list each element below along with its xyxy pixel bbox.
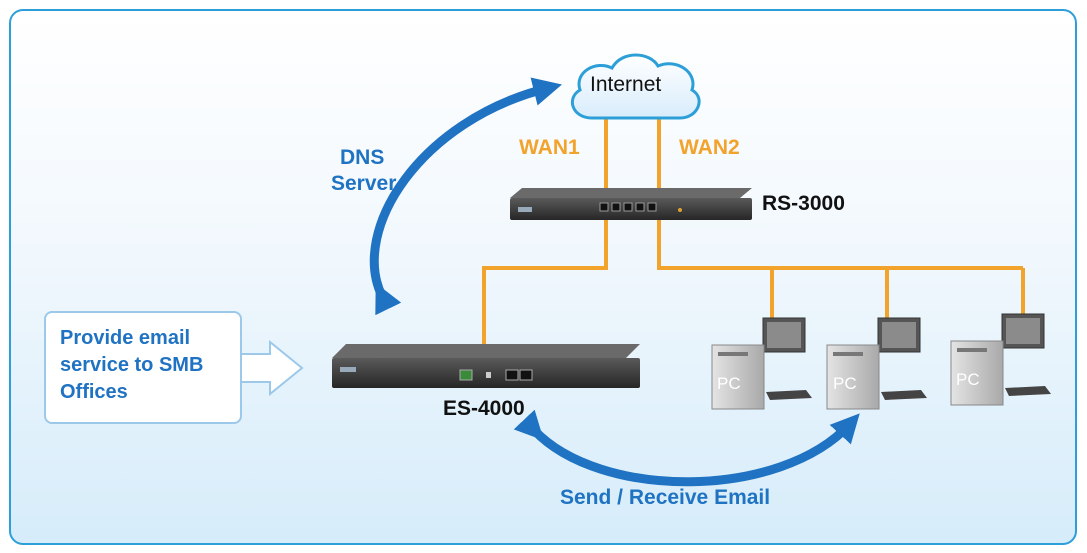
dns-label-line2: Server — [331, 172, 397, 195]
callout-line-1: Provide email — [60, 327, 191, 349]
wan1-label: WAN1 — [519, 136, 580, 159]
email-label: Send / Receive Email — [560, 486, 771, 509]
callout-line-2: service to SMB — [60, 354, 204, 376]
internet-label: Internet — [590, 73, 662, 96]
pc-2-icon — [826, 317, 927, 410]
server-label: ES-4000 — [443, 397, 525, 420]
email-service-callout: Provide email service to SMB Offices — [44, 311, 242, 424]
router-device-icon — [510, 188, 752, 220]
pc-1-icon — [711, 317, 812, 410]
callout-text: Provide email service to SMB Offices — [60, 325, 203, 406]
callout-pointer-arrow — [237, 339, 304, 397]
wan2-label: WAN2 — [679, 136, 740, 159]
server-device-icon — [332, 344, 640, 388]
router-label: RS-3000 — [762, 192, 845, 215]
pc-2-label: PC — [833, 374, 857, 393]
pc-1-label: PC — [717, 374, 741, 393]
callout-line-3: Offices — [60, 381, 128, 403]
dns-arrow — [369, 77, 562, 316]
pc-3-label: PC — [956, 370, 980, 389]
router-to-server-wire — [482, 220, 608, 345]
router-to-pcs-wire — [657, 220, 1023, 270]
internet-cloud-icon — [570, 53, 701, 120]
email-arrow — [513, 409, 860, 487]
pc-3-icon — [950, 313, 1051, 406]
dns-label-line1: DNS — [340, 146, 385, 169]
